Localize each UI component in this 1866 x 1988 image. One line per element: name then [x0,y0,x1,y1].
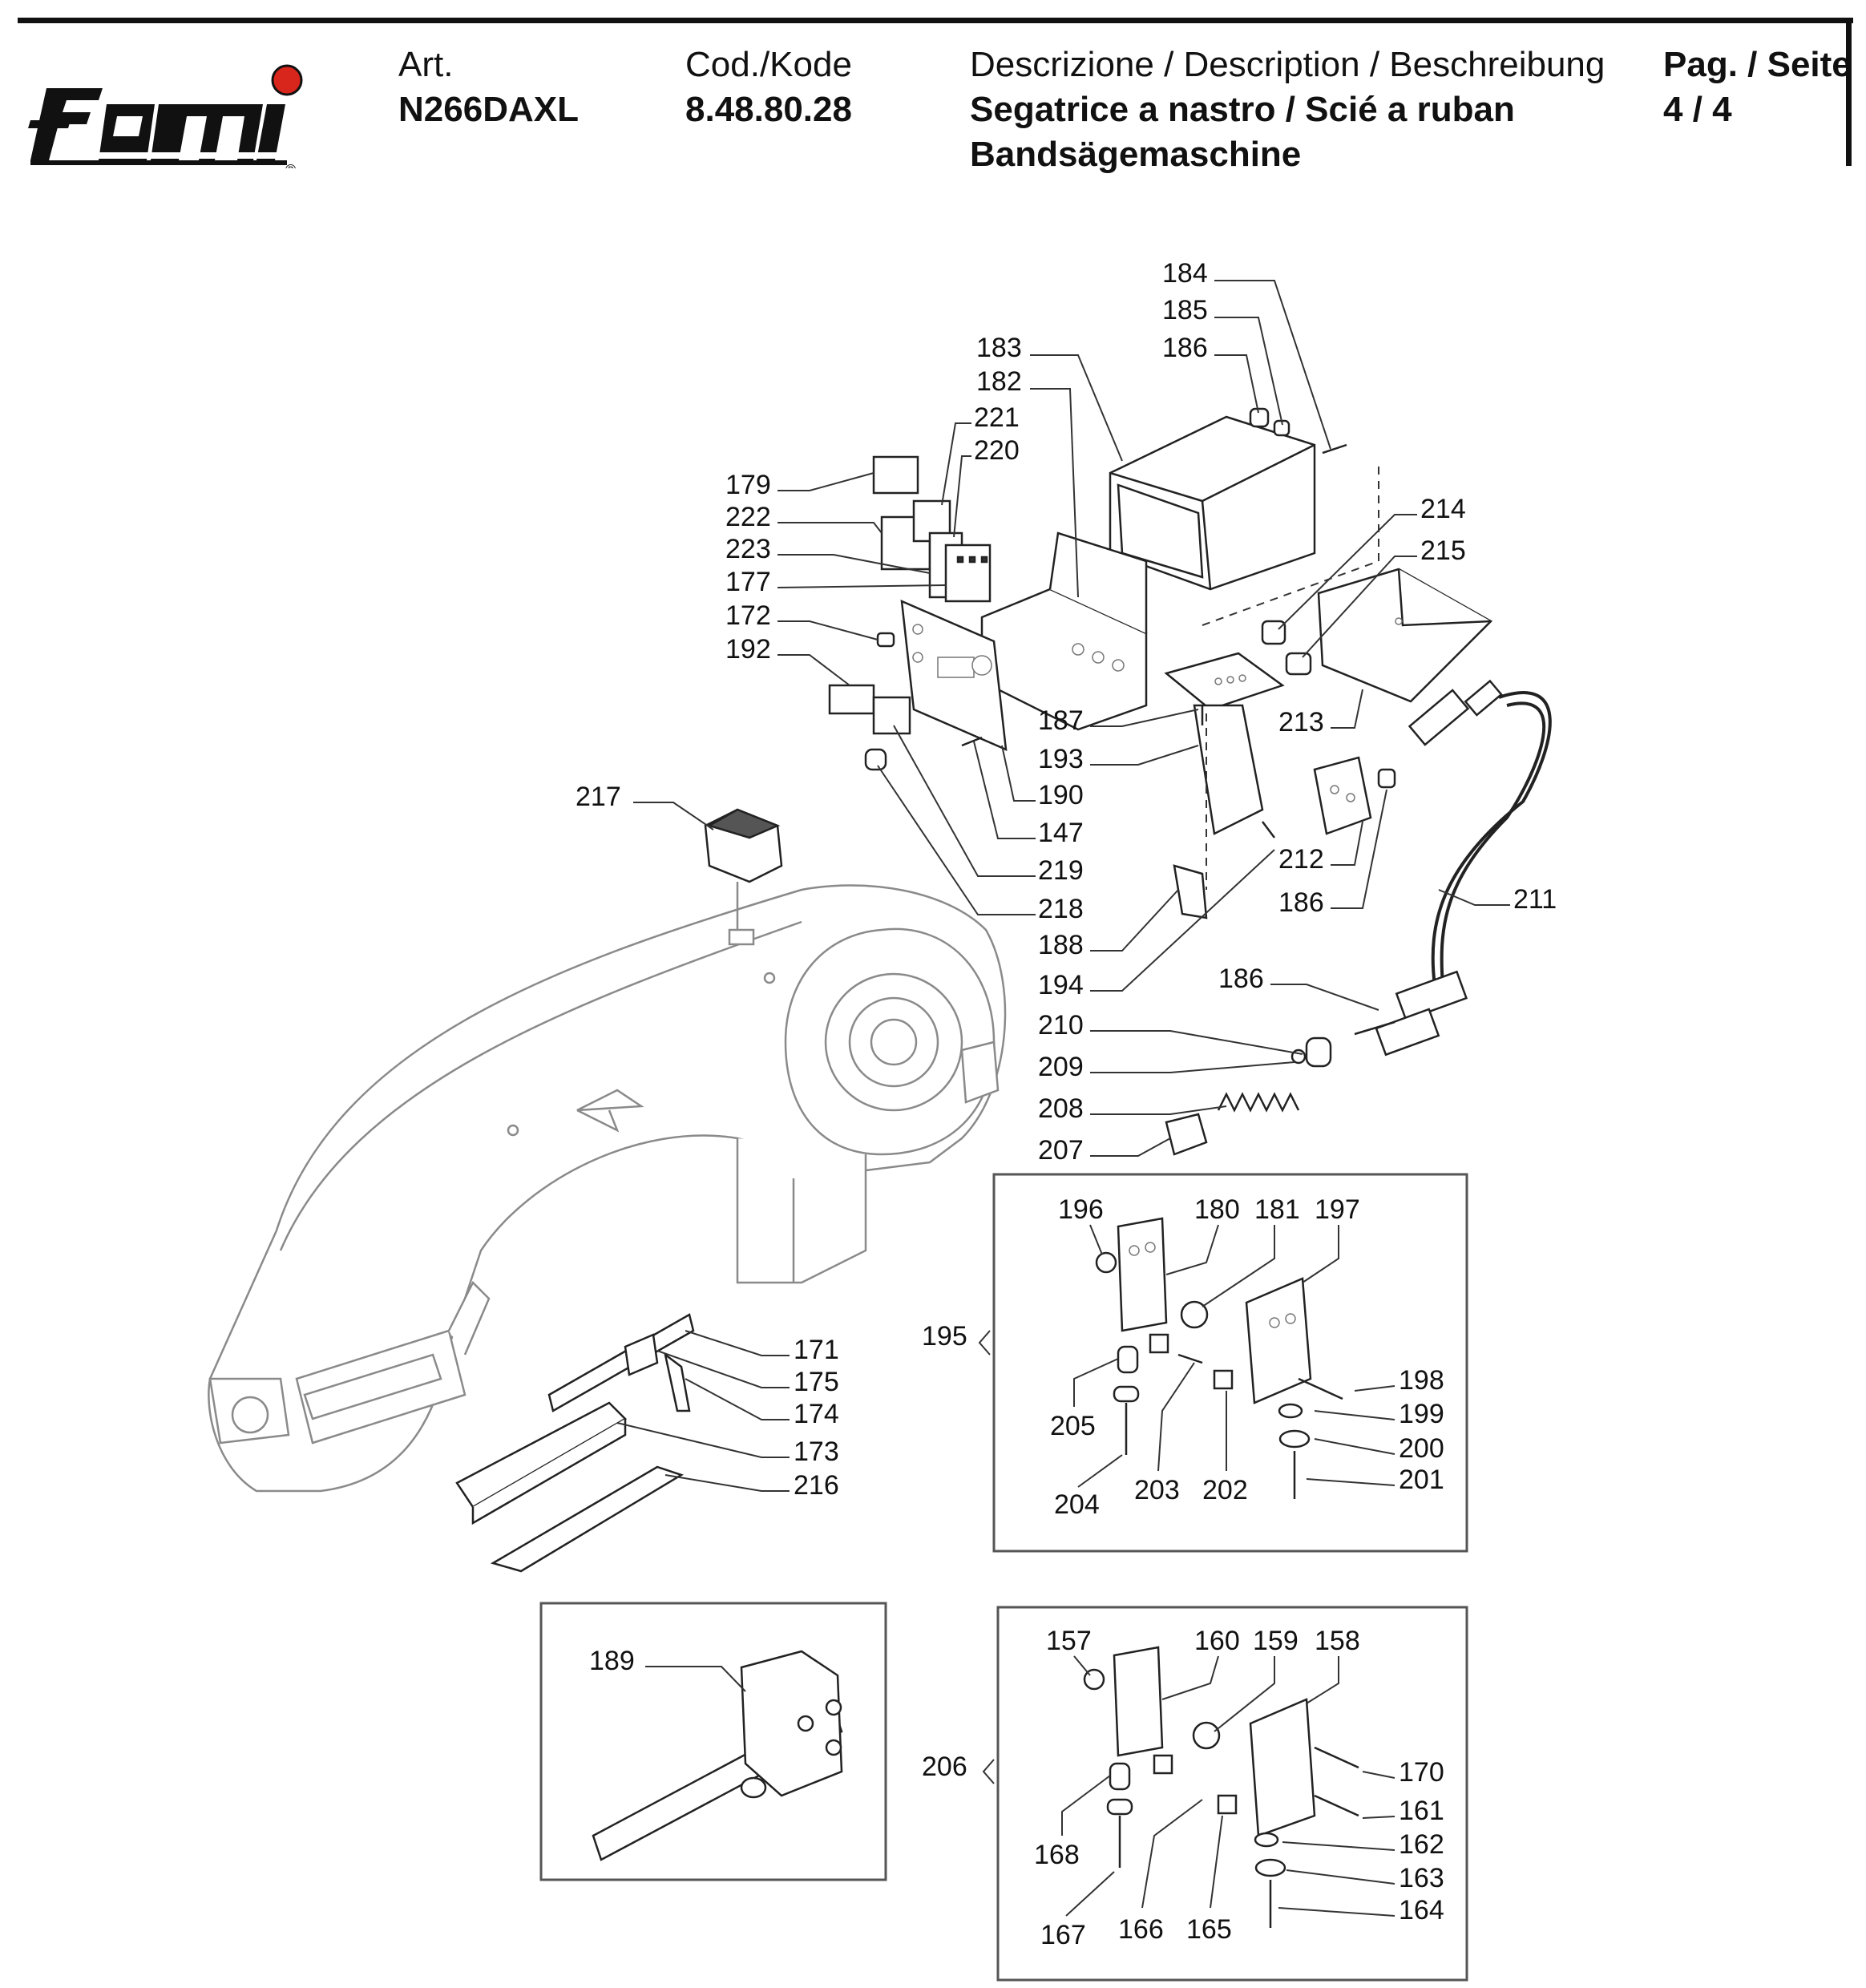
callout-175: 175 [794,1367,839,1397]
callout-206: 206 [922,1752,967,1782]
callout-214: 214 [1420,494,1466,524]
callout-199: 199 [1399,1399,1444,1429]
callout-212: 212 [1278,844,1324,875]
callout-222: 222 [725,502,771,532]
callout-204: 204 [1054,1489,1100,1520]
callout-201: 201 [1399,1465,1444,1495]
page-label: Pag. / Seite [1663,45,1852,84]
code-value: 8.48.80.28 [685,90,852,129]
callout-171: 171 [794,1335,839,1365]
callout-194: 194 [1038,970,1084,1000]
callout-185: 185 [1162,295,1208,325]
callout-190: 190 [1038,780,1084,810]
callout-164: 164 [1399,1895,1444,1925]
logo-accent-dot [271,64,303,96]
callout-177: 177 [725,567,771,597]
callout-173: 173 [794,1436,839,1467]
callout-219: 219 [1038,855,1084,886]
callout-168: 168 [1034,1840,1080,1870]
part-callouts: 184 185 186 183 182 221 220 179 222 223 … [576,258,1557,1950]
callout-210: 210 [1038,1010,1084,1040]
callout-203: 203 [1134,1475,1180,1505]
callout-188: 188 [1038,930,1084,960]
callout-207: 207 [1038,1135,1084,1166]
callout-205: 205 [1050,1411,1096,1441]
saw-guide-parts [455,1313,695,1573]
callout-166: 166 [1118,1914,1164,1945]
callout-202: 202 [1202,1475,1248,1505]
description-line-2: Bandsägemaschine [970,135,1302,174]
callout-157: 157 [1046,1626,1092,1656]
callout-181: 181 [1254,1194,1300,1225]
callout-197: 197 [1315,1194,1360,1225]
callout-183: 183 [976,333,1022,363]
callout-158: 158 [1315,1626,1360,1656]
blade-guide-group-189 [539,1602,887,1881]
electrical-box-assembly [704,407,1552,1156]
callout-165: 165 [1186,1914,1232,1945]
callout-170: 170 [1399,1757,1444,1788]
page-header: ® Art. N266DAXL Cod./Kode 8.48.80.28 Des… [0,0,1866,184]
callout-189: 189 [589,1646,635,1676]
callout-223: 223 [725,534,771,564]
callout-163: 163 [1399,1863,1444,1893]
callout-213: 213 [1278,707,1324,737]
callout-187: 187 [1038,705,1084,736]
callout-186-top: 186 [1162,333,1208,363]
callout-209: 209 [1038,1052,1084,1082]
callout-198: 198 [1399,1365,1444,1396]
callout-195: 195 [922,1321,967,1352]
description-line-1: Segatrice a nastro / Scié a ruban [970,90,1515,129]
guide-bearing-group-195 [992,1173,1468,1553]
guide-bearing-group-206 [996,1606,1468,1982]
callout-186-mid: 186 [1278,887,1324,918]
art-value: N266DAXL [398,90,579,129]
callout-216: 216 [794,1470,839,1501]
callout-221: 221 [974,402,1020,433]
callout-180: 180 [1194,1194,1240,1225]
callout-211: 211 [1513,884,1557,915]
callout-161: 161 [1399,1796,1444,1826]
callout-167: 167 [1040,1920,1086,1950]
logo-wordmark [28,88,287,165]
code-label: Cod./Kode [685,45,852,84]
callout-196: 196 [1058,1194,1104,1225]
saw-frame-ghost [208,882,1007,1493]
callout-208: 208 [1038,1093,1084,1124]
callout-220: 220 [974,435,1020,466]
callout-193: 193 [1038,744,1084,774]
callout-186-low: 186 [1218,964,1264,994]
header-top-rule [18,18,1853,23]
callout-217: 217 [576,782,621,812]
callout-147: 147 [1038,818,1084,848]
callout-192: 192 [725,634,771,665]
header-right-rule [1846,18,1852,166]
callout-174: 174 [794,1399,839,1429]
callout-179: 179 [725,470,771,500]
art-label: Art. [398,45,454,84]
callout-200: 200 [1399,1433,1444,1464]
callout-172: 172 [725,600,771,631]
registered-mark: ® [285,162,296,168]
callout-162: 162 [1399,1829,1444,1860]
callout-159: 159 [1253,1626,1299,1656]
callout-215: 215 [1420,535,1466,566]
callout-182: 182 [976,366,1022,397]
description-label: Descrizione / Description / Beschreibung [970,45,1605,84]
callout-184: 184 [1162,258,1208,289]
exploded-parts-diagram: 184 185 186 183 182 221 220 179 222 223 … [208,258,1557,1982]
page-value: 4 / 4 [1663,90,1732,129]
callout-218: 218 [1038,894,1084,924]
femi-logo: ® [28,64,303,168]
callout-160: 160 [1194,1626,1240,1656]
